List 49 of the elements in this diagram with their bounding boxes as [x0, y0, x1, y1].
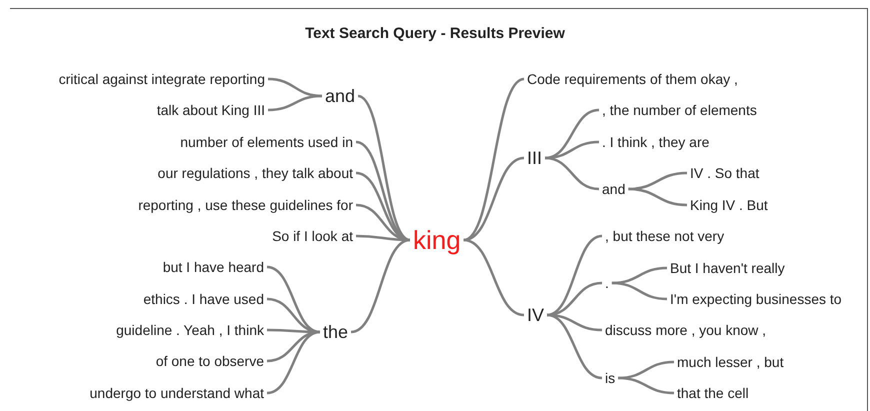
phrase-text: I'm expecting businesses to [670, 290, 842, 308]
phrase-text: our regulations , they talk about [158, 164, 353, 182]
phrase-text: But I haven't really [670, 259, 785, 277]
phrase-text: IV . So that [690, 164, 760, 182]
phrase-text: reporting , use these guidelines for [138, 196, 353, 214]
phrase-text: . I think , they are [602, 133, 710, 151]
phrase-text: King IV . But [690, 196, 768, 214]
phrase-text: and [602, 180, 626, 198]
phrase-text: So if I look at [272, 227, 353, 245]
phrase-text: III [527, 147, 542, 169]
root-word: king [413, 224, 461, 256]
branch-line [612, 266, 668, 284]
phrase-text: . [605, 274, 609, 292]
branch-line [612, 282, 668, 300]
phrase-text: that the cell [677, 384, 749, 402]
phrase-text: number of elements used in [180, 133, 353, 151]
phrase-text: the [323, 321, 348, 343]
branch-line [358, 94, 411, 242]
branch-line [266, 330, 320, 394]
branch-line [544, 140, 600, 160]
phrase-text: Code requirements of them okay , [527, 70, 738, 88]
phrase-text: talk about King III [156, 101, 265, 119]
branch-line [618, 360, 674, 380]
branch-line [628, 188, 688, 206]
phrase-text: , but these not very [605, 227, 724, 245]
phrase-text: of one to observe [156, 352, 264, 370]
branch-line [546, 314, 602, 380]
phrase-text: , the number of elements [602, 101, 757, 119]
branch-line [268, 94, 322, 112]
branch-line [544, 156, 600, 190]
branch-line [268, 78, 322, 98]
phrase-text: undergo to understand what [90, 384, 264, 402]
branch-line [463, 78, 525, 242]
phrase-text: is [605, 369, 616, 387]
title: Text Search Query - Results Preview [304, 24, 566, 44]
phrase-text: critical against integrate reporting [58, 70, 265, 88]
phrase-text: but I have heard [162, 258, 264, 276]
branch-line [463, 156, 524, 242]
branch-line [546, 282, 602, 316]
branch-line [350, 238, 410, 334]
branch-line [618, 376, 674, 394]
phrase-text: much lesser , but [677, 353, 784, 371]
phrase-text: IV [527, 304, 544, 326]
phrase-text: and [325, 85, 356, 107]
phrase-text: ethics . I have used [143, 290, 264, 308]
branch-line [628, 172, 688, 190]
branch-line [463, 238, 524, 316]
phrase-text: guideline . Yeah , I think [116, 321, 264, 339]
phrase-text: discuss more , you know , [605, 321, 766, 339]
